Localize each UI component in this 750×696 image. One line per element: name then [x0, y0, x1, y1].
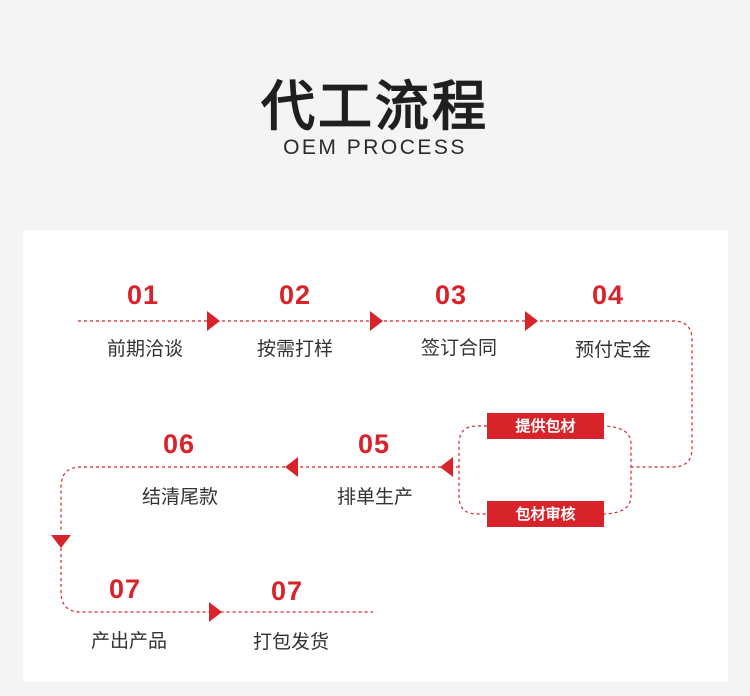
step-05-number: 05 [357, 429, 391, 459]
step-08-label: 打包发货 [252, 631, 329, 653]
arrow-right-row3 [209, 602, 222, 622]
step-04-label: 预付定金 [574, 339, 651, 361]
step-07-label: 产出产品 [90, 630, 167, 652]
step-03-label: 签订合同 [420, 337, 497, 359]
step-07-number: 07 [108, 574, 142, 604]
connector-loop [458, 425, 632, 515]
arrow-right-3 [525, 311, 538, 331]
step-06-number: 06 [162, 429, 196, 459]
page-subtitle: OEM PROCESS [283, 136, 467, 159]
step-02-label: 按需打样 [256, 338, 333, 360]
flow-lines [51, 311, 693, 622]
tag-provide-packaging: 提供包材 [487, 413, 604, 439]
step-08-number: 07 [270, 576, 304, 606]
arrow-right-2 [370, 311, 383, 331]
step-06-label: 结清尾款 [141, 486, 218, 508]
arrow-down [51, 535, 71, 548]
tag-packaging-review: 包材审核 [487, 501, 604, 527]
step-01-label: 前期洽谈 [106, 338, 183, 360]
arrow-left-row2 [285, 457, 298, 477]
connector-row1 [78, 320, 693, 468]
step-01-number: 01 [126, 280, 160, 310]
arrow-left-loop [440, 457, 453, 477]
page-title: 代工流程 [261, 75, 489, 138]
step-02-number: 02 [278, 280, 312, 310]
step-05-label: 排单生产 [336, 486, 413, 508]
connector-row2 [60, 466, 459, 530]
connector-row3 [60, 548, 373, 613]
process-card: 01 前期洽谈 02 按需打样 03 签订合同 04 预付定金 05 排单生产 … [23, 230, 728, 682]
step-04-number: 04 [591, 280, 625, 310]
arrow-right-1 [207, 311, 220, 331]
step-03-number: 03 [434, 280, 468, 310]
